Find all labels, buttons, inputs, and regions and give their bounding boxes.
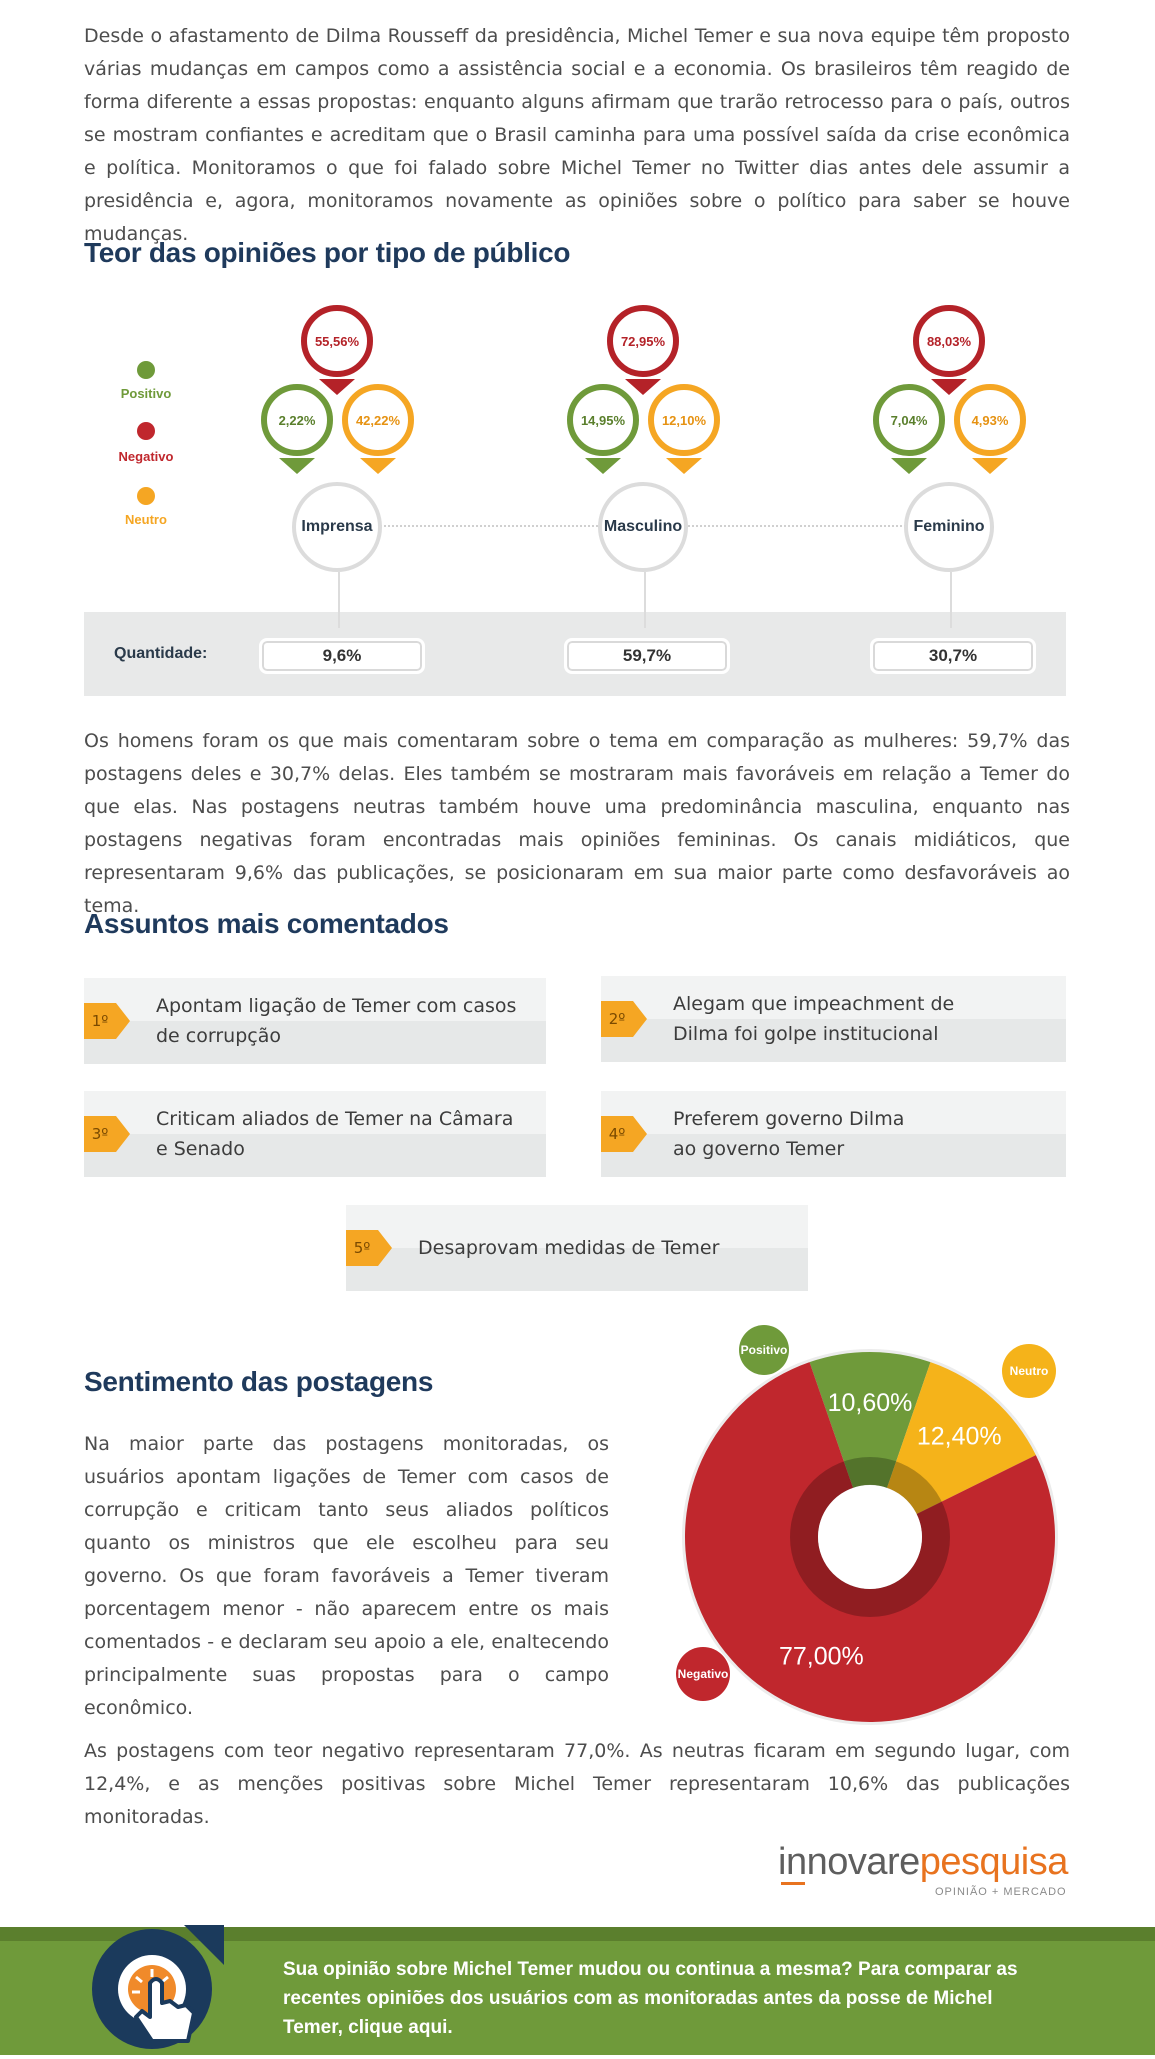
- pin-tip: [931, 379, 967, 395]
- summary-paragraph: As postagens com teor negativo represent…: [84, 1740, 1070, 1828]
- rank-badge: 4º: [601, 1116, 647, 1152]
- legend-positivo-dot: [137, 361, 155, 379]
- donut-label-negativo: Negativo: [676, 1647, 730, 1701]
- topic-item-3: 3º Criticam aliados de Temer na Câmara e…: [84, 1091, 546, 1177]
- pin-value: 4,93%: [954, 384, 1026, 456]
- topics-title: Assuntos mais comentados: [84, 908, 449, 939]
- pin-value: 55,56%: [301, 305, 373, 377]
- sentiment-title: Sentimento das postagens: [84, 1366, 434, 1397]
- quantity-feminino: 30,7%: [870, 638, 1036, 674]
- donut-slice-neutro: [886, 1362, 1036, 1514]
- group-stem: [950, 572, 952, 628]
- group-circle-masculino: Masculino: [598, 482, 688, 572]
- quantity-label: Quantidade:: [114, 645, 208, 662]
- donut-value-negativo: 77,00%: [779, 1642, 864, 1670]
- topic-item-5: 5º Desaprovam medidas de Temer: [346, 1205, 808, 1291]
- group-circle-imprensa: Imprensa: [292, 482, 382, 572]
- pin-neutro-imprensa: 42,22%: [342, 384, 414, 474]
- topic-item-4: 4º Preferem governo Dilma ao governo Tem…: [601, 1091, 1066, 1177]
- donut-label-neutro: Neutro: [1002, 1344, 1056, 1398]
- topic-text: Desaprovam medidas de Temer: [418, 1237, 720, 1259]
- pin-neutro-masculino: 12,10%: [648, 384, 720, 474]
- rank-badge: 2º: [601, 1001, 647, 1037]
- logo-underline: [781, 1882, 805, 1885]
- pin-negativo-imprensa: 55,56%: [301, 305, 373, 395]
- pin-negativo-masculino: 72,95%: [607, 305, 679, 395]
- footer-cta-bar[interactable]: Sua opinião sobre Michel Temer mudou ou …: [0, 1925, 1155, 2055]
- quantity-imprensa: 9,6%: [259, 638, 425, 674]
- pin-value: 12,10%: [648, 384, 720, 456]
- opinions-title: Teor das opiniões por tipo de público: [84, 237, 571, 268]
- pin-tip: [279, 458, 315, 474]
- pin-tip: [666, 458, 702, 474]
- gender-paragraph: Os homens foram os que mais comentaram s…: [84, 730, 1070, 917]
- topic-text: Apontam ligação de Temer com casos de co…: [156, 995, 517, 1047]
- donut-slice-positivo: [809, 1352, 931, 1488]
- pin-tip: [360, 458, 396, 474]
- sentiment-donut-chart: 10,60%12,40% 77,00%: [682, 1349, 1058, 1725]
- group-stem: [644, 572, 646, 628]
- legend-neutro-label: Neutro: [125, 512, 167, 527]
- quantity-masculino: 59,7%: [564, 638, 730, 674]
- pointer-hand-icon[interactable]: [90, 1917, 230, 2055]
- pin-tip: [972, 458, 1008, 474]
- group-circle-feminino: Feminino: [904, 482, 994, 572]
- pin-value: 42,22%: [342, 384, 414, 456]
- pin-value: 7,04%: [873, 384, 945, 456]
- pin-positivo-masculino: 14,95%: [567, 384, 639, 474]
- innovare-logo: innovarepesquisa OPINIÃO + MERCADO: [778, 1841, 1078, 1898]
- pin-value: 72,95%: [607, 305, 679, 377]
- legend-positivo-label: Positivo: [120, 386, 172, 401]
- rank-badge: 5º: [346, 1230, 392, 1266]
- topic-item-1: 1º Apontam ligação de Temer com casos de…: [84, 978, 546, 1064]
- donut-value-positivo: 10,60%: [828, 1389, 913, 1417]
- topic-text: Alegam que impeachment de Dilma foi golp…: [673, 993, 955, 1045]
- donut-value-neutro: 12,40%: [917, 1423, 1002, 1451]
- pin-neutro-feminino: 4,93%: [954, 384, 1026, 474]
- donut-slice-negativo: [685, 1362, 1055, 1722]
- pin-value: 2,22%: [261, 384, 333, 456]
- legend-negativo-dot: [137, 422, 155, 440]
- rank-badge: 3º: [84, 1116, 130, 1152]
- rank-badge: 1º: [84, 1003, 130, 1039]
- topic-text: Preferem governo Dilma ao governo Temer: [673, 1108, 905, 1160]
- pin-positivo-feminino: 7,04%: [873, 384, 945, 474]
- pin-value: 88,03%: [913, 305, 985, 377]
- legend-neutro-dot: [137, 487, 155, 505]
- donut-label-positivo: Positivo: [739, 1325, 789, 1375]
- logo-brand-a: innovare: [778, 1841, 920, 1883]
- pin-positivo-imprensa: 2,22%: [261, 384, 333, 474]
- footer-cta-link[interactable]: Sua opinião sobre Michel Temer mudou ou …: [283, 1959, 1018, 2038]
- donut-hole: [818, 1485, 922, 1589]
- logo-tagline: OPINIÃO + MERCADO: [935, 1886, 1067, 1898]
- logo-brand-b: pesquisa: [919, 1841, 1069, 1883]
- intro-paragraph: Desde o afastamento de Dilma Rousseff da…: [84, 25, 1070, 245]
- pin-value: 14,95%: [567, 384, 639, 456]
- group-stem: [338, 572, 340, 628]
- footer-stripe: [0, 1927, 1155, 1941]
- pin-tip: [891, 458, 927, 474]
- pin-tip: [585, 458, 621, 474]
- legend-negativo-label: Negativo: [118, 449, 174, 464]
- sentiment-paragraph: Na maior parte das postagens monitoradas…: [84, 1433, 609, 1719]
- pin-negativo-feminino: 88,03%: [913, 305, 985, 395]
- pin-tip: [625, 379, 661, 395]
- topic-text: Criticam aliados de Temer na Câmara e Se…: [156, 1108, 514, 1160]
- topic-item-2: 2º Alegam que impeachment de Dilma foi g…: [601, 976, 1066, 1062]
- pin-tip: [319, 379, 355, 395]
